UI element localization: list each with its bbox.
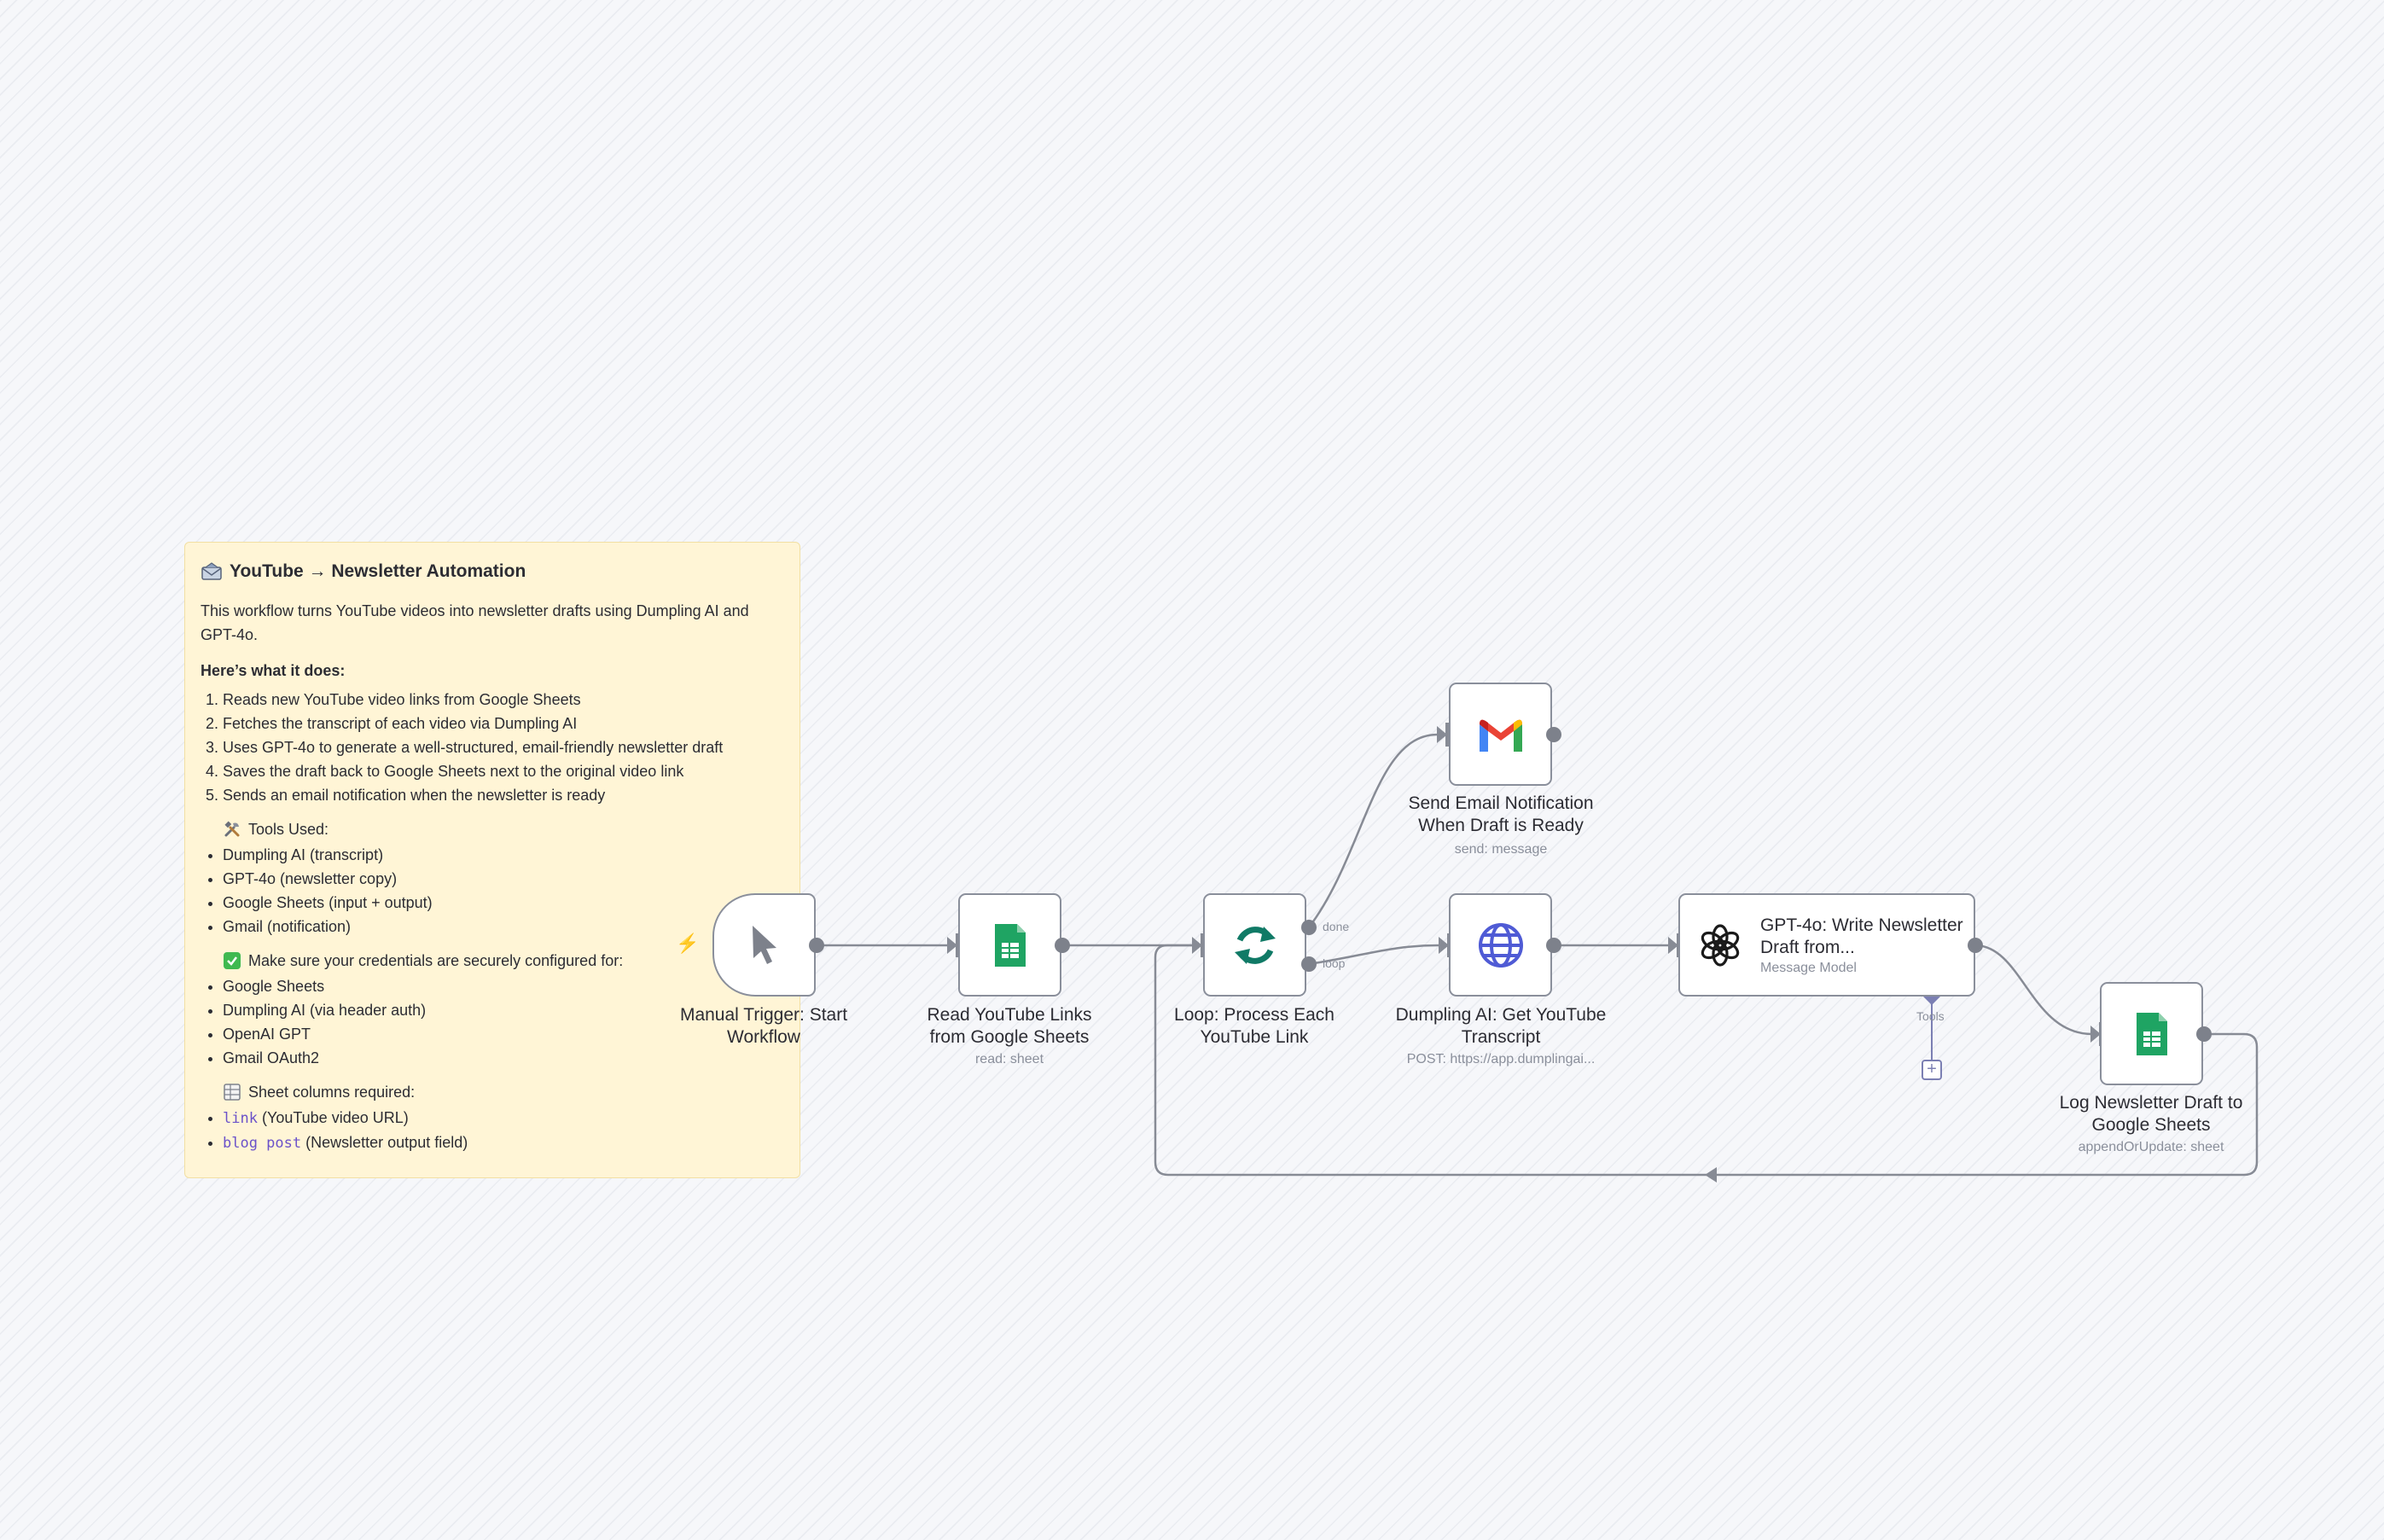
node-subtitle: Message Model bbox=[1760, 960, 1857, 975]
list-item: Gmail OAuth2 bbox=[223, 1046, 784, 1070]
tools-icon bbox=[224, 821, 240, 837]
add-tool-button[interactable]: + bbox=[1922, 1060, 1942, 1080]
list-item: Sends an email notification when the new… bbox=[223, 783, 784, 807]
list-item: Dumpling AI (transcript) bbox=[223, 843, 784, 867]
node-dumpling-ai[interactable] bbox=[1449, 893, 1552, 997]
output-port[interactable] bbox=[1546, 727, 1561, 742]
done-label: done bbox=[1323, 920, 1350, 933]
envelope-icon bbox=[201, 562, 222, 580]
list-item: GPT-4o (newsletter copy) bbox=[223, 867, 784, 891]
node-log-google-sheets[interactable] bbox=[2100, 982, 2203, 1085]
sticky-note[interactable]: YouTube → Newsletter Automation This wor… bbox=[184, 542, 800, 1178]
output-port[interactable] bbox=[1055, 938, 1070, 953]
node-gpt4o[interactable]: GPT-4o: Write Newsletter Draft from... M… bbox=[1678, 893, 1975, 997]
list-item: Dumpling AI (via header auth) bbox=[223, 998, 784, 1022]
sticky-what-heading: Here’s what it does: bbox=[201, 662, 346, 679]
arrow-loop bbox=[1192, 937, 1202, 954]
loop-label: loop bbox=[1323, 956, 1346, 970]
list-item: Google Sheets (input + output) bbox=[223, 891, 784, 915]
spreadsheet-icon bbox=[224, 1084, 241, 1101]
list-item: Uses GPT-4o to generate a well-structure… bbox=[223, 735, 784, 759]
node-title: Loop: Process Each YouTube Link bbox=[1174, 1005, 1334, 1047]
sticky-creds-heading: Make sure your credentials are securely … bbox=[223, 949, 784, 973]
sticky-creds-list: Google Sheets Dumpling AI (via header au… bbox=[201, 974, 784, 1070]
node-subtitle: read: sheet bbox=[974, 1052, 1044, 1066]
output-port[interactable] bbox=[1968, 938, 1983, 953]
node-send-email[interactable] bbox=[1449, 683, 1552, 786]
node-subtitle: appendOrUpdate: sheet bbox=[2078, 1140, 2224, 1154]
node-title: Send Email Notification When Draft is Re… bbox=[1408, 793, 1594, 835]
list-item: Fetches the transcript of each video via… bbox=[223, 712, 784, 735]
loop-done-port[interactable] bbox=[1301, 920, 1317, 935]
gmail-icon bbox=[1479, 719, 1522, 752]
node-title: Read YouTube Links from Google Sheets bbox=[927, 1005, 1092, 1047]
sticky-title: YouTube → Newsletter Automation bbox=[201, 560, 784, 584]
wire-gpt-to-log bbox=[1975, 944, 2091, 1036]
arrow-read bbox=[947, 937, 957, 954]
sticky-tools-list: Dumpling AI (transcript) GPT-4o (newslet… bbox=[201, 843, 784, 939]
node-title: GPT-4o: Write Newsletter Draft from... bbox=[1760, 915, 1963, 957]
sticky-steps: Reads new YouTube video links from Googl… bbox=[201, 688, 784, 807]
arrow-loopback bbox=[1705, 1167, 1717, 1183]
list-item: OpenAI GPT bbox=[223, 1022, 784, 1046]
globe-icon bbox=[1478, 922, 1523, 968]
output-port[interactable] bbox=[1546, 938, 1561, 953]
sticky-columns-heading: Sheet columns required: bbox=[223, 1080, 784, 1104]
sticky-columns-list: link (YouTube video URL) blog post (News… bbox=[201, 1106, 784, 1155]
list-item: Google Sheets bbox=[223, 974, 784, 998]
loop-loop-port[interactable] bbox=[1301, 956, 1317, 972]
node-title: Manual Trigger: Start Workflow bbox=[679, 1005, 848, 1047]
tools-label: Tools bbox=[1916, 1009, 1945, 1023]
list-item: link (YouTube video URL) bbox=[223, 1106, 784, 1130]
arrow-gpt bbox=[1668, 937, 1678, 954]
node-text: GPT-4o: Write Newsletter Draft from... M… bbox=[1760, 915, 1965, 976]
node-loop[interactable] bbox=[1203, 893, 1306, 997]
list-item: blog post (Newsletter output field) bbox=[223, 1130, 784, 1155]
list-item: Gmail (notification) bbox=[223, 915, 784, 939]
list-item: Saves the draft back to Google Sheets ne… bbox=[223, 759, 784, 783]
node-manual-trigger[interactable] bbox=[712, 893, 816, 997]
openai-icon bbox=[1701, 923, 1740, 967]
refresh-icon bbox=[1234, 926, 1276, 964]
node-title: Log Newsletter Draft to Google Sheets bbox=[2059, 1093, 2243, 1135]
node-subtitle: send: message bbox=[1454, 842, 1548, 857]
node-title: Dumpling AI: Get YouTube Transcript bbox=[1395, 1005, 1607, 1047]
output-port[interactable] bbox=[809, 938, 824, 953]
sticky-title-text: YouTube → Newsletter Automation bbox=[230, 561, 526, 581]
lightning-icon: ⚡ bbox=[676, 933, 700, 954]
arrow-dumpling bbox=[1439, 937, 1449, 954]
google-sheets-icon bbox=[994, 923, 1026, 967]
output-port[interactable] bbox=[2196, 1026, 2212, 1042]
check-icon bbox=[224, 952, 241, 969]
cursor-icon bbox=[752, 925, 776, 964]
list-item: Reads new YouTube video links from Googl… bbox=[223, 688, 784, 712]
node-subtitle: POST: https://app.dumplingai... bbox=[1406, 1052, 1596, 1066]
google-sheets-icon bbox=[2136, 1012, 2167, 1055]
sticky-intro: This workflow turns YouTube videos into … bbox=[201, 602, 749, 643]
sticky-tools-heading: Tools Used: bbox=[223, 817, 784, 841]
arrow-email bbox=[1437, 726, 1447, 743]
node-read-google-sheets[interactable] bbox=[958, 893, 1061, 997]
